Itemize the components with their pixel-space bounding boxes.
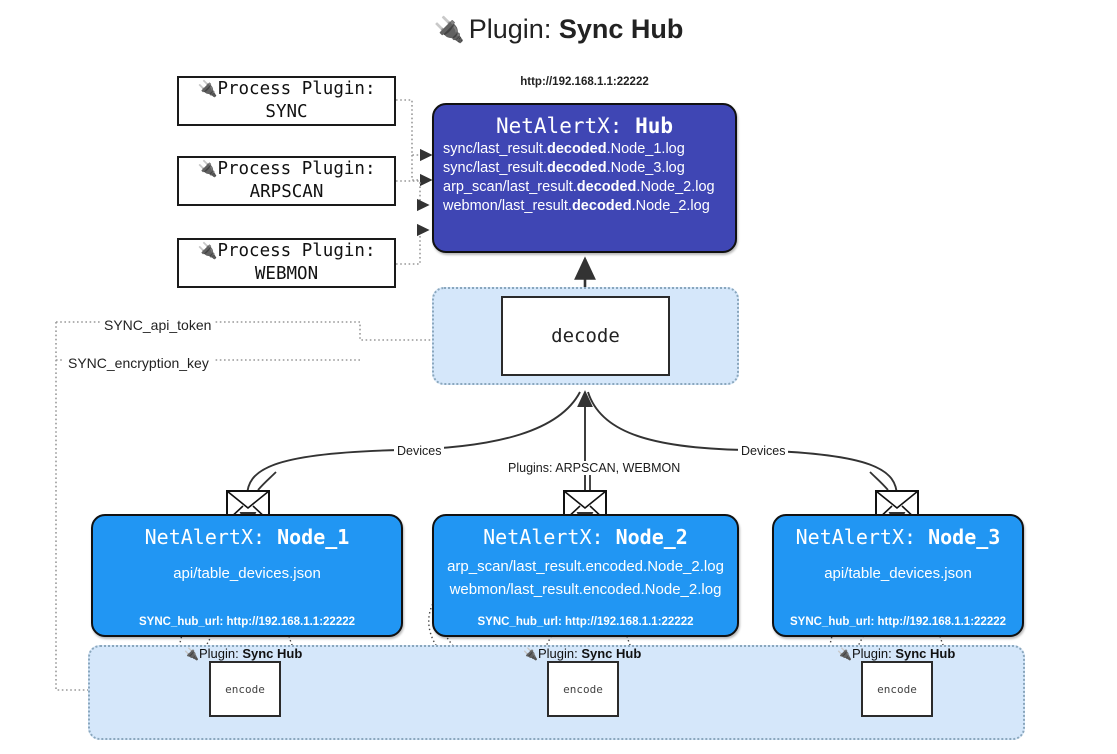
bottom-plugin-tag-1: 🔌Plugin: Sync Hub (184, 646, 303, 661)
node-line: api/table_devices.json (173, 565, 321, 582)
node-footer: SYNC_hub_url: http://192.168.1.1:22222 (138, 616, 356, 628)
node-title: NetAlertX: Node_2 (483, 525, 688, 549)
encode-box-2[interactable]: encode (547, 661, 619, 717)
hub-url-label: http://192.168.1.1:22222 (520, 76, 649, 88)
edge-label-devices-left: Devices (394, 444, 445, 458)
plug-icon: 🔌 (433, 16, 465, 44)
node-line: api/table_devices.json (824, 565, 972, 582)
plug-icon: 🔌 (197, 78, 218, 98)
node-line: webmon/last_result.encoded.Node_2.log (449, 581, 722, 598)
hub-node[interactable]: NetAlertX: Hub sync/last_result.decoded.… (432, 103, 737, 253)
node-box-node-3[interactable]: NetAlertX: Node_3 api/table_devices.json… (772, 514, 1024, 637)
plug-icon: 🔌 (523, 647, 538, 661)
bottom-plugin-tag-3: 🔌Plugin: Sync Hub (837, 646, 956, 661)
hub-log-2: sync/last_result.decoded.Node_3.log (443, 160, 685, 176)
title-prefix: Plugin: (468, 14, 559, 44)
node-box-node-2[interactable]: NetAlertX: Node_2 arp_scan/last_result.e… (432, 514, 739, 637)
plug-icon: 🔌 (197, 158, 218, 178)
sync-encryption-key-label: SYNC_encryption_key (64, 355, 213, 371)
node-footer: SYNC_hub_url: http://192.168.1.1:22222 (477, 616, 694, 628)
edge-label-devices-right: Devices (738, 444, 789, 458)
title-name: Sync Hub (558, 14, 684, 44)
hub-log-1: sync/last_result.decoded.Node_1.log (443, 141, 685, 157)
hub-log-3: arp_scan/last_result.decoded.Node_2.log (443, 179, 715, 195)
node-box-node-1[interactable]: NetAlertX: Node_1 api/table_devices.json… (91, 514, 403, 637)
process-plugin-line1: 🔌Process Plugin: (197, 158, 376, 179)
hub-title: NetAlertX: Hub (495, 114, 673, 138)
node-line: arp_scan/last_result.encoded.Node_2.log (447, 558, 724, 575)
node-title: NetAlertX: Node_1 (144, 525, 350, 549)
process-plugin-line1: 🔌Process Plugin: (197, 78, 376, 99)
sync-api-token-label: SYNC_api_token (100, 317, 216, 333)
process-plugin-line2: SYNC (265, 102, 308, 122)
plug-icon: 🔌 (837, 647, 852, 661)
process-plugin-line2: WEBMON (254, 264, 319, 284)
process-plugin-line1: 🔌Process Plugin: (197, 240, 376, 261)
page-title: 🔌Plugin: Sync Hub (0, 14, 1117, 45)
plug-icon: 🔌 (184, 647, 199, 661)
bottom-plugin-tag-2: 🔌Plugin: Sync Hub (523, 646, 642, 661)
plug-icon: 🔌 (197, 240, 218, 260)
hub-log-4: webmon/last_result.decoded.Node_2.log (443, 198, 710, 214)
node-footer: SYNC_hub_url: http://192.168.1.1:22222 (789, 616, 1007, 628)
edge-label-plugins: Plugins: ARPSCAN, WEBMON (505, 461, 684, 475)
process-plugin-box-arpscan[interactable]: 🔌Process Plugin: ARPSCAN (177, 156, 396, 206)
encode-box-1[interactable]: encode (209, 661, 281, 717)
decode-box[interactable]: decode (501, 296, 670, 376)
node-title: NetAlertX: Node_3 (795, 525, 1001, 549)
process-plugin-line2: ARPSCAN (249, 182, 324, 202)
process-plugin-box-webmon[interactable]: 🔌Process Plugin: WEBMON (177, 238, 396, 288)
encode-box-3[interactable]: encode (861, 661, 933, 717)
process-plugin-box-sync[interactable]: 🔌Process Plugin: SYNC (177, 76, 396, 126)
